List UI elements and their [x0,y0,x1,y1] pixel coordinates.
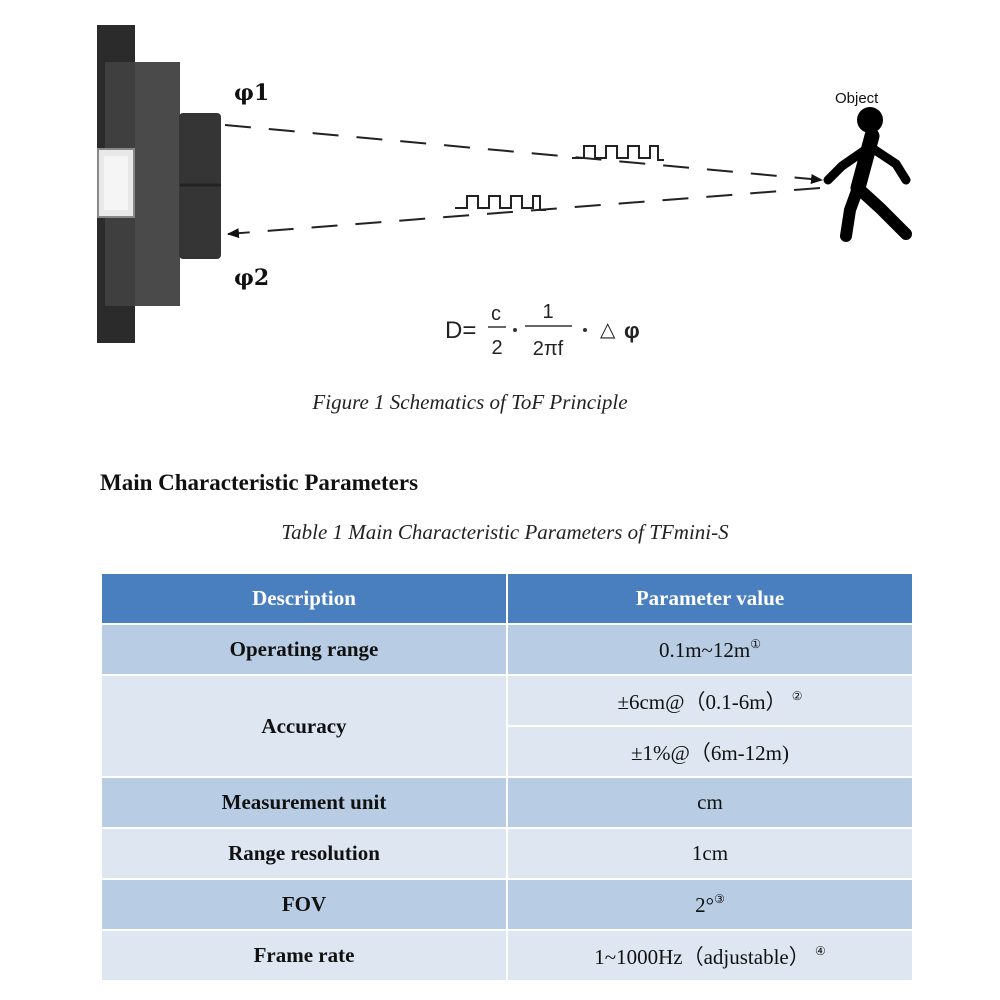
row-value: 1cm [506,827,914,880]
walking-person-icon [823,107,912,242]
value-text: ±1%@（6m-12m) [630,740,789,765]
outgoing-beam-arrow [224,124,823,184]
row-value: cm [506,776,914,829]
row-description: Accuracy [100,674,508,778]
parameters-table: Description Parameter value Operating ra… [100,572,914,982]
formula-frac2-denominator: 2πf [533,338,564,360]
header-parameter-value: Parameter value [506,572,914,625]
footnote-mark: ① [750,636,762,651]
value-text: 2° [695,892,715,917]
table-row: Frame rate 1~1000Hz（adjustable） ④ [100,929,914,982]
formula-frac1-numerator: c [491,303,501,325]
return-pulse-wave [455,195,546,211]
table-row: Operating range 0.1m~12m① [100,623,914,676]
formula-lhs: D= [445,317,476,344]
phi1-label: φ1 [234,80,269,106]
value-text: 1cm [691,841,729,865]
table-row: Measurement unit cm [100,776,914,829]
formula-frac1-denominator: 2 [491,337,502,359]
row-description: Measurement unit [100,776,508,829]
formula-delta: △ [600,319,616,341]
row-value: 2°③ [506,878,914,931]
table-row: ±1%@（6m-12m) [101,725,914,778]
value-text: cm [697,790,723,814]
header-description: Description [100,572,508,625]
table-header-row: Description Parameter value [100,572,914,625]
section-heading: Main Characteristic Parameters [100,470,419,495]
footnote-mark: ③ [714,891,725,906]
table-row: FOV 2°③ [100,878,914,931]
value-text: 1~1000Hz（adjustable） [594,944,810,969]
row-description: Range resolution [100,827,508,880]
value-text: ±6cm@（0.1-6m） [617,689,787,714]
formula-frac2-numerator: 1 [542,301,553,323]
outgoing-pulse-wave [572,145,664,161]
object-label: Object [835,90,879,107]
footnote-mark: ④ [814,943,826,958]
phi2-label: φ2 [234,265,269,291]
row-description: Frame rate [100,929,508,982]
table-row: Range resolution 1cm [100,827,914,880]
row-value: ±1%@（6m-12m) [506,725,914,778]
row-value: 0.1m~12m① [506,623,914,676]
row-description: Operating range [100,623,508,676]
distance-formula: D= c 2 1 2πf △ φ [445,301,640,360]
tof-schematic-figure: φ1 φ2 Object D= c 2 1 2πf △ φ [97,25,912,360]
table-caption: Table 1 Main Characteristic Parameters o… [281,520,729,544]
lidar-sensor-device [97,25,221,343]
formula-phi: φ [624,318,640,343]
row-value: 1~1000Hz（adjustable） ④ [506,929,914,982]
row-description: FOV [100,878,508,931]
row-value: ±6cm@（0.1-6m） ② [506,674,914,727]
figure-caption: Figure 1 Schematics of ToF Principle [312,390,628,414]
return-beam-arrow [227,187,821,239]
footnote-mark: ② [791,688,803,703]
table-row: Accuracy ±6cm@（0.1-6m） ② [100,674,914,778]
value-text: 0.1m~12m [658,637,751,662]
